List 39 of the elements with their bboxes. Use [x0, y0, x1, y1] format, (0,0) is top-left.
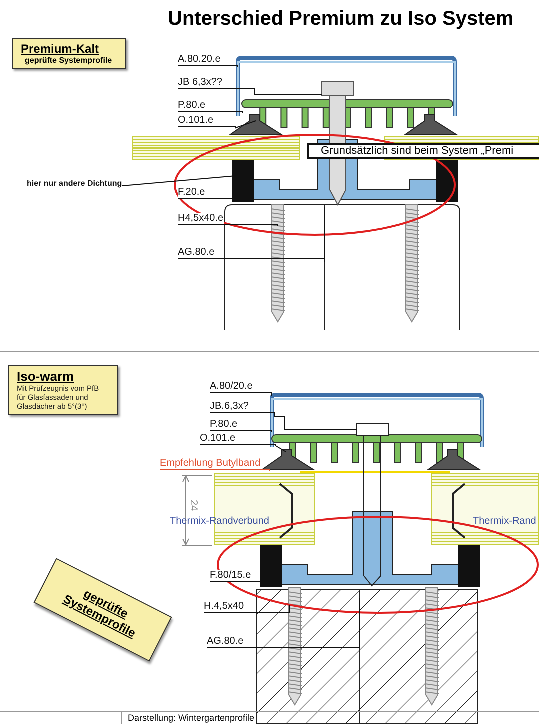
dimension-value: 24: [188, 500, 200, 512]
callout-label: H.4,5x40: [204, 601, 244, 612]
leader-line: [206, 598, 360, 648]
leader-line: [178, 206, 326, 262]
leader-line: [178, 224, 278, 226]
leader-line: [204, 604, 290, 614]
callout-label: AG.80.e: [207, 636, 244, 647]
callout-label: Empfehlung Butylband: [160, 458, 261, 469]
note-box: Grundsätzlich sind beim System „Premi: [307, 143, 539, 159]
callout-label: P.80.e: [178, 100, 206, 111]
callout-label: P.80.e: [210, 419, 238, 430]
leader-line: [178, 120, 256, 129]
leader-line: [210, 392, 272, 396]
leader-line: [178, 66, 238, 68]
subtitle-text: geprüfte Systemprofile: [24, 56, 114, 65]
title-box: [12, 38, 126, 69]
title-box: [8, 365, 118, 415]
callout-label: JB.6,3x?: [210, 401, 249, 412]
callout-label: JB 6,3x??: [178, 77, 222, 88]
leader-line: [210, 412, 358, 430]
callout-label: O.101.e: [178, 115, 214, 126]
leader-line: [210, 430, 272, 432]
drawing-caption: Darstellung: Wintergartenprofile: [128, 713, 255, 723]
page-title: Unterschied Premium zu Iso System: [168, 8, 514, 31]
callout-label: F.80/15.e: [210, 570, 252, 581]
callout-label: H4,5x40.e: [178, 213, 224, 224]
leader-line: [160, 470, 270, 472]
leader-line: [200, 444, 286, 452]
box-heading: Iso-warm: [17, 369, 76, 384]
callout-label: F.20.e: [178, 187, 206, 198]
callout-label: A.80/20.e: [210, 381, 253, 392]
material-label: Thermix-Rand: [473, 516, 536, 527]
callout-label: O.101.e: [200, 433, 236, 444]
leader-line: [178, 88, 322, 96]
callout-label: AG.80.e: [178, 247, 215, 258]
callout-label: A.80.20.e: [178, 54, 221, 65]
box-heading: Premium-Kalt: [21, 42, 100, 56]
leader-line: [178, 112, 244, 114]
callout-label: hier nur andere Dichtung: [27, 179, 122, 188]
